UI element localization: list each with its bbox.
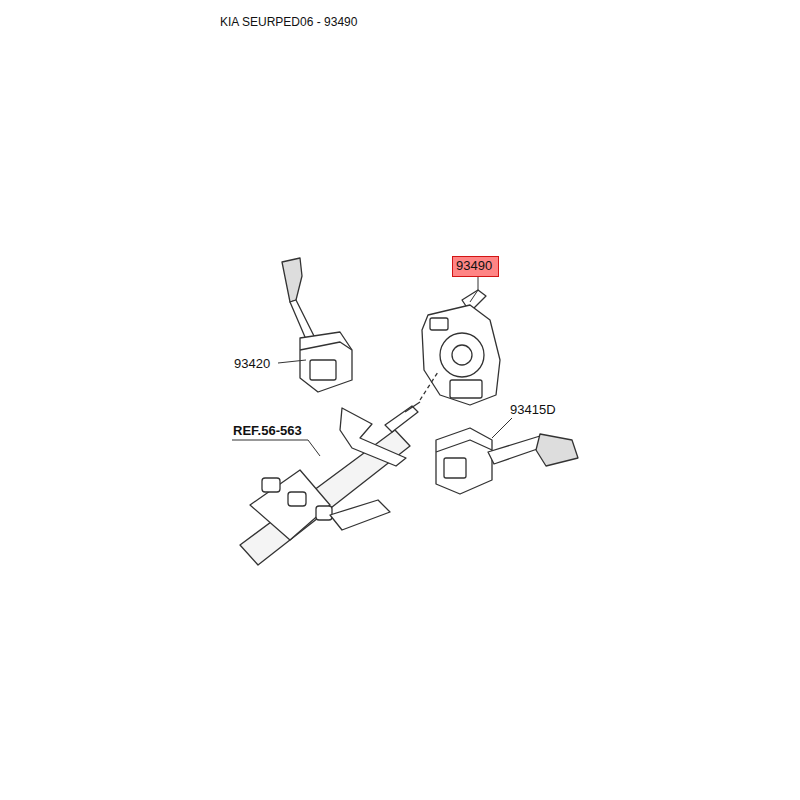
callout-number: REF.56-563 [233, 423, 302, 438]
callout-number: 93490 [456, 258, 495, 273]
diagram-title: KIA SEURPED06 - 93490 [220, 15, 357, 30]
highlighted-part-number: 93490 [452, 256, 499, 277]
callout-number: 93420 [234, 356, 270, 371]
callout-number: 93415D [510, 402, 556, 417]
